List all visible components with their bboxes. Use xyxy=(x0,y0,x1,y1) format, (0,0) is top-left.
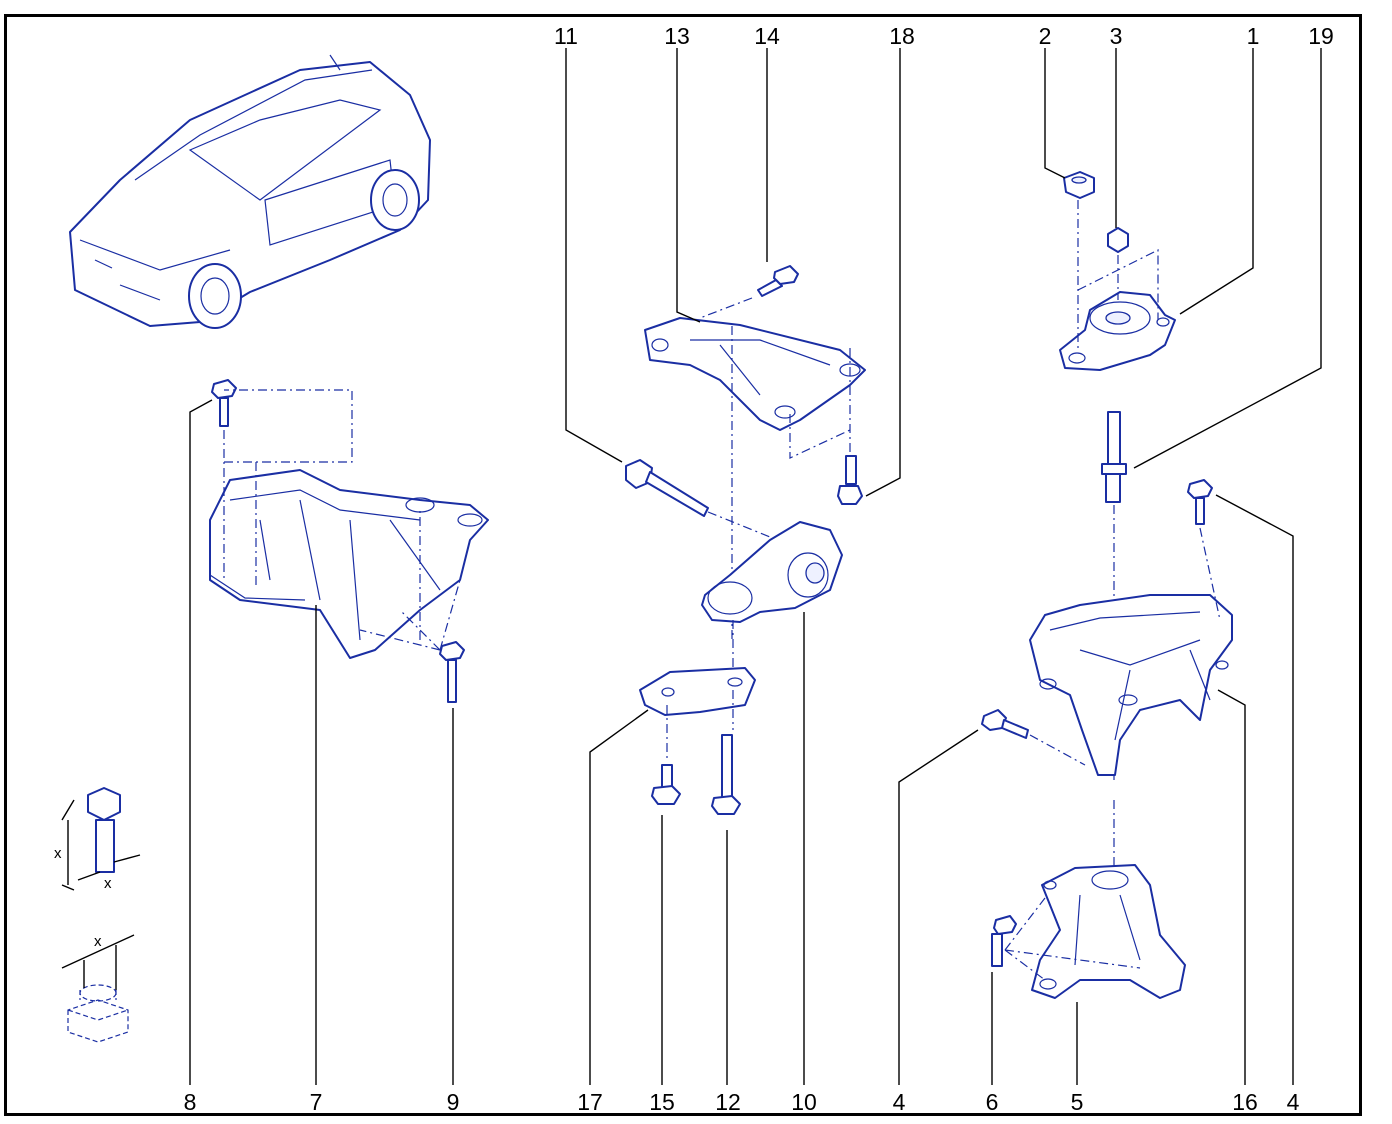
callout-15: 15 xyxy=(649,1089,675,1115)
bolt-18 xyxy=(837,455,863,505)
callout-2: 2 xyxy=(1039,23,1052,49)
callout-17: 17 xyxy=(577,1089,603,1115)
nut-torque-symbol: x xyxy=(61,933,135,1043)
callout-5: 5 xyxy=(1071,1089,1084,1115)
callout-10: 10 xyxy=(791,1089,817,1115)
callout-11: 11 xyxy=(554,23,578,49)
callout-4: 4 xyxy=(893,1089,906,1115)
callout-4: 4 xyxy=(1287,1089,1300,1115)
car-illustration xyxy=(69,54,431,329)
bolt-6 xyxy=(991,915,1017,967)
lower-bracket-17 xyxy=(639,667,756,716)
dimension-label: x xyxy=(54,845,62,862)
bolt-15 xyxy=(651,764,681,805)
bolt-4-lower xyxy=(981,709,1029,739)
callout-3: 3 xyxy=(1110,23,1123,49)
callout-numbers: 11 13 14 18 2 3 1 19 8 7 9 17 15 12 10 4… xyxy=(184,23,1334,1115)
bolt-11 xyxy=(625,459,709,517)
callout-14: 14 xyxy=(754,23,780,49)
bolt-9 xyxy=(439,641,465,703)
callout-8: 8 xyxy=(184,1089,197,1115)
callout-19: 19 xyxy=(1308,23,1334,49)
nut-2 xyxy=(1063,171,1095,199)
bolt-12 xyxy=(711,734,741,815)
dimension-label: x xyxy=(104,875,112,892)
nut-3 xyxy=(1107,227,1129,253)
callout-9: 9 xyxy=(447,1089,460,1115)
torque-rod-mount-10 xyxy=(701,521,843,623)
stud-19 xyxy=(1101,411,1127,503)
leader-lines xyxy=(189,48,1322,1085)
callout-13: 13 xyxy=(664,23,690,49)
right-engine-mount-1 xyxy=(1059,291,1176,371)
callout-1: 1 xyxy=(1247,23,1260,49)
right-support-bracket-16 xyxy=(1029,594,1233,776)
callout-7: 7 xyxy=(310,1089,323,1115)
callout-6: 6 xyxy=(986,1089,999,1115)
bolt-8 xyxy=(211,379,237,427)
left-engine-mount-7 xyxy=(209,469,489,659)
bolt-4-upper xyxy=(1187,479,1213,525)
lower-engine-bracket-5 xyxy=(1031,864,1186,999)
bolt-torque-symbol: x x xyxy=(54,787,141,892)
upper-torque-bracket-13 xyxy=(644,317,866,431)
callout-12: 12 xyxy=(715,1089,741,1115)
callout-18: 18 xyxy=(889,23,915,49)
callout-16: 16 xyxy=(1232,1089,1258,1115)
bolt-14 xyxy=(757,265,799,297)
dimension-label: x xyxy=(94,933,102,950)
